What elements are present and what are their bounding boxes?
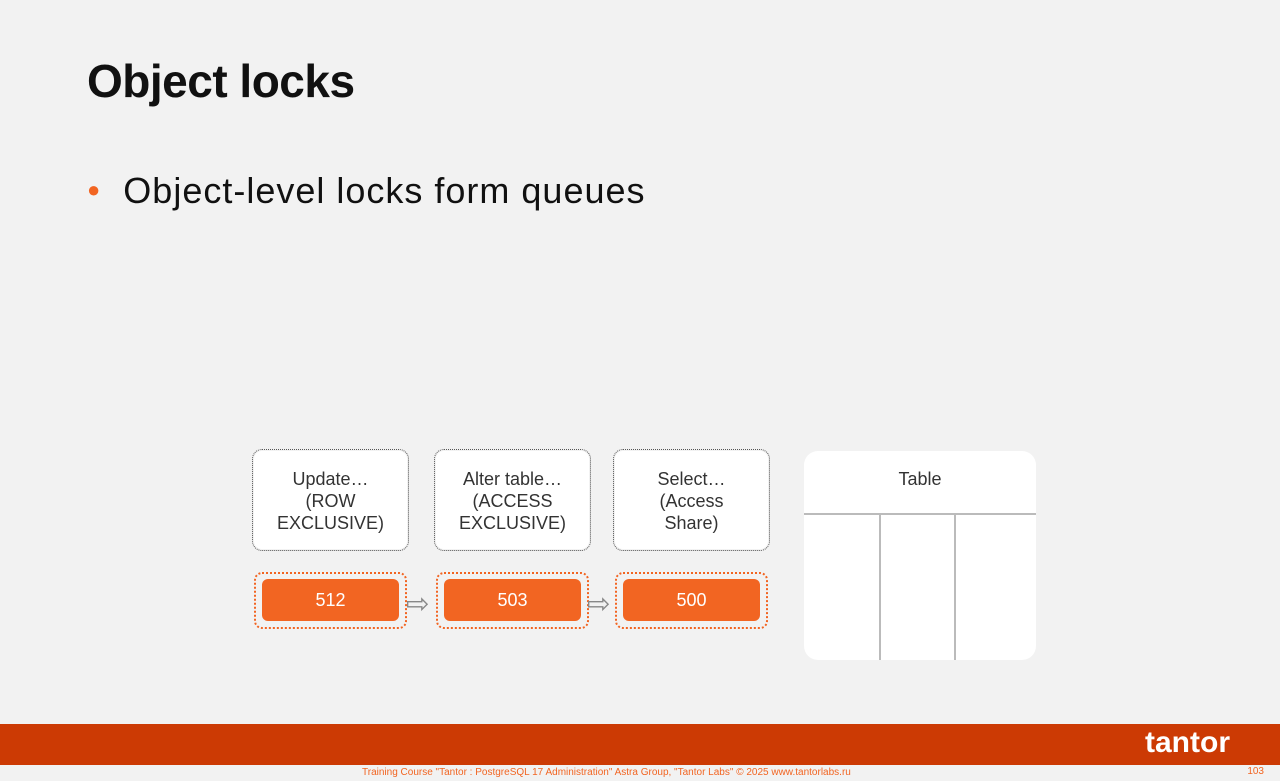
- arrow-right-icon: ⇨: [406, 588, 430, 619]
- process-503: 503: [436, 572, 589, 629]
- pid-label: 512: [262, 579, 399, 621]
- page-number: 103: [1247, 766, 1264, 777]
- tantor-logo: tantor: [1145, 726, 1230, 759]
- footer-text: Training Course "Tantor : PostgreSQL 17 …: [362, 767, 851, 778]
- query-text: Update…: [292, 469, 369, 489]
- lock-mode: EXCLUSIVE): [458, 513, 567, 533]
- bullet-icon: ●: [87, 177, 102, 202]
- lock-mode: (Access: [659, 491, 724, 511]
- bullet-text: Object-level locks form queues: [123, 170, 646, 211]
- lock-mode: (ROW: [305, 491, 356, 511]
- pid-label: 503: [444, 579, 581, 621]
- query-text: Alter table…: [462, 469, 563, 489]
- query-text: Select…: [657, 469, 726, 489]
- process-500: 500: [615, 572, 768, 629]
- pid-label: 500: [623, 579, 760, 621]
- slide-title: Object locks: [87, 55, 355, 107]
- arrow-right-icon: ⇨: [587, 588, 611, 619]
- footer-bar: tantor: [0, 724, 1280, 765]
- table-column-divider: [954, 514, 956, 660]
- lock-mode: (ACCESS: [472, 491, 553, 511]
- lock-mode: Share): [664, 513, 719, 533]
- bullet-item: ● Object-level locks form queues: [87, 170, 646, 212]
- table-label: Table: [804, 451, 1036, 515]
- process-512: 512: [254, 572, 407, 629]
- table-column-divider: [879, 514, 881, 660]
- lock-mode: EXCLUSIVE): [276, 513, 385, 533]
- table-object: Table: [804, 451, 1036, 660]
